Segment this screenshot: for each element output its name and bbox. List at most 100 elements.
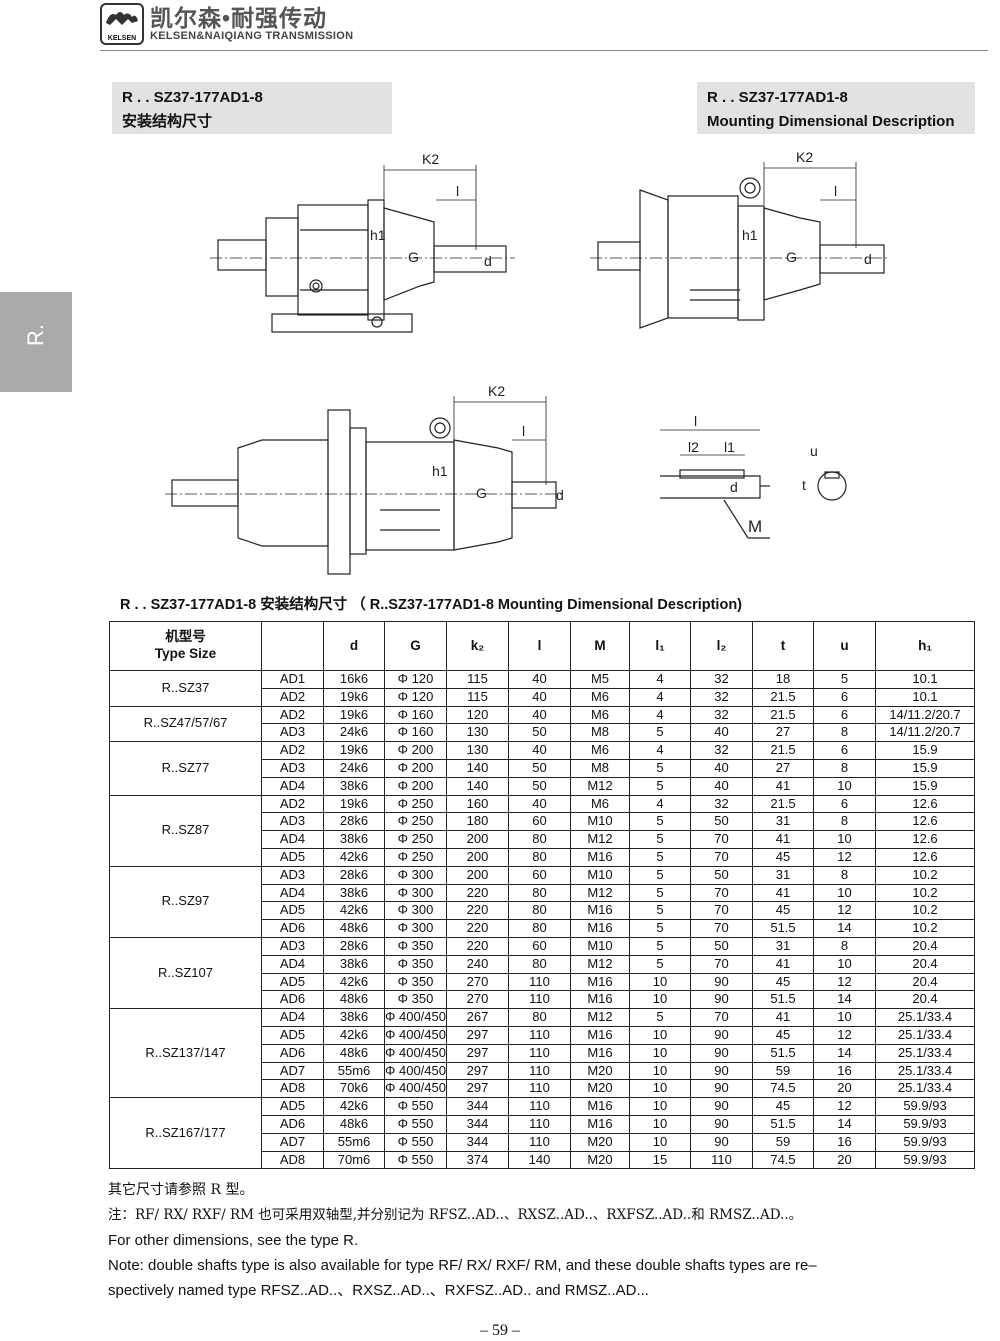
- table-cell: 6: [813, 687, 876, 707]
- table-cell: 14: [813, 1043, 876, 1063]
- table-cell: 15.9: [875, 758, 975, 778]
- table-cell: Φ 400/450: [384, 1008, 447, 1027]
- table-cell: Φ 250: [384, 794, 447, 814]
- table-cell: M6: [570, 705, 630, 725]
- table-cell: 21.5: [752, 741, 814, 760]
- table-cell: 220: [446, 883, 509, 903]
- label-l-3: l: [522, 423, 525, 439]
- table-cell: AD2: [261, 687, 324, 707]
- table-cell: 41: [752, 776, 814, 796]
- table-cell: AD8: [261, 1150, 324, 1170]
- table-cell: 10.2: [875, 865, 975, 885]
- table-cell: 20.4: [875, 954, 975, 974]
- table-cell: Φ 200: [384, 741, 447, 760]
- table-cell: 70: [690, 847, 753, 867]
- table-cell: 220: [446, 919, 509, 938]
- table-cell: 14: [813, 1114, 876, 1134]
- table-cell: 5: [813, 670, 876, 689]
- table-cell: Φ 200: [384, 758, 447, 778]
- table-cell: 31: [752, 936, 814, 956]
- table-cell: 4: [629, 794, 691, 814]
- table-cell: 70m6: [323, 1150, 385, 1170]
- table-cell: Φ 550: [384, 1150, 447, 1170]
- table-cell: 32: [690, 794, 753, 814]
- table-cell: 5: [629, 812, 691, 832]
- table-cell: 10.1: [875, 670, 975, 689]
- table-cell: 41: [752, 883, 814, 903]
- table-cell: Φ 400/450: [384, 1043, 447, 1063]
- table-cell: M16: [570, 901, 630, 921]
- table-cell: 38k6: [323, 776, 385, 796]
- table-cell: M10: [570, 936, 630, 956]
- table-cell: 27: [752, 758, 814, 778]
- table-cell: 90: [690, 990, 753, 1010]
- header-col: [261, 621, 324, 671]
- table-cell: M16: [570, 1025, 630, 1045]
- table-cell: M8: [570, 758, 630, 778]
- table-cell: 110: [508, 1114, 571, 1134]
- label-t-detail: t: [802, 477, 806, 493]
- title-left-line2: 安装结构尺寸: [122, 113, 213, 130]
- table-cell: 12: [813, 1025, 876, 1045]
- table-cell: 60: [508, 865, 571, 885]
- table-cell: M16: [570, 972, 630, 992]
- table-cell: 80: [508, 1008, 571, 1027]
- header-col: k₂: [446, 621, 509, 671]
- table-cell: 70: [690, 883, 753, 903]
- table-cell: Φ 300: [384, 901, 447, 921]
- table-cell: 110: [508, 990, 571, 1010]
- table-cell: 50: [508, 776, 571, 796]
- table-cell: AD7: [261, 1132, 324, 1152]
- table-cell: AD4: [261, 830, 324, 849]
- table-cell: M16: [570, 990, 630, 1010]
- table-cell: Φ 250: [384, 830, 447, 849]
- table-cell: 4: [629, 670, 691, 689]
- table-cell: 5: [629, 1008, 691, 1027]
- table-cell: 6: [813, 705, 876, 725]
- table-cell: 10: [813, 883, 876, 903]
- table-cell: 80: [508, 883, 571, 903]
- table-cell: 74.5: [752, 1079, 814, 1099]
- table-cell: M10: [570, 812, 630, 832]
- table-cell: 80: [508, 954, 571, 974]
- label-h1-2: h1: [742, 227, 758, 243]
- note-en-1: For other dimensions, see the type R.: [108, 1232, 359, 1249]
- table-cell: 48k6: [323, 919, 385, 938]
- table-cell: M6: [570, 794, 630, 814]
- table-cell: 12: [813, 1097, 876, 1116]
- table-cell: 10.2: [875, 919, 975, 938]
- table-cell: 115: [446, 670, 509, 689]
- table-cell: 5: [629, 830, 691, 849]
- table-cell: 42k6: [323, 1025, 385, 1045]
- table-cell: 19k6: [323, 687, 385, 707]
- table-cell: Φ 250: [384, 812, 447, 832]
- table-cell: 28k6: [323, 812, 385, 832]
- table-cell: M6: [570, 687, 630, 707]
- table-cell: M12: [570, 1008, 630, 1027]
- label-k2-2: K2: [796, 149, 813, 165]
- table-cell: 70: [690, 919, 753, 938]
- table-cell: 25.1/33.4: [875, 1079, 975, 1099]
- table-cell: 40: [508, 687, 571, 707]
- table-cell: 80: [508, 919, 571, 938]
- table-cell: AD4: [261, 776, 324, 796]
- table-cell: 344: [446, 1114, 509, 1134]
- table-cell: 6: [813, 741, 876, 760]
- table-cell: 80: [508, 847, 571, 867]
- drawing-adapter-mounted: [171, 409, 557, 575]
- table-cell: AD2: [261, 705, 324, 725]
- table-cell: AD2: [261, 741, 324, 760]
- table-cell: M12: [570, 830, 630, 849]
- table-cell: 5: [629, 919, 691, 938]
- label-l2-detail: l2: [688, 439, 699, 455]
- table-cell: AD1: [261, 670, 324, 689]
- table-cell: 14/11.2/20.7: [875, 723, 975, 743]
- table-cell: M20: [570, 1061, 630, 1081]
- table-cell: M20: [570, 1079, 630, 1099]
- table-cell: 27: [752, 723, 814, 743]
